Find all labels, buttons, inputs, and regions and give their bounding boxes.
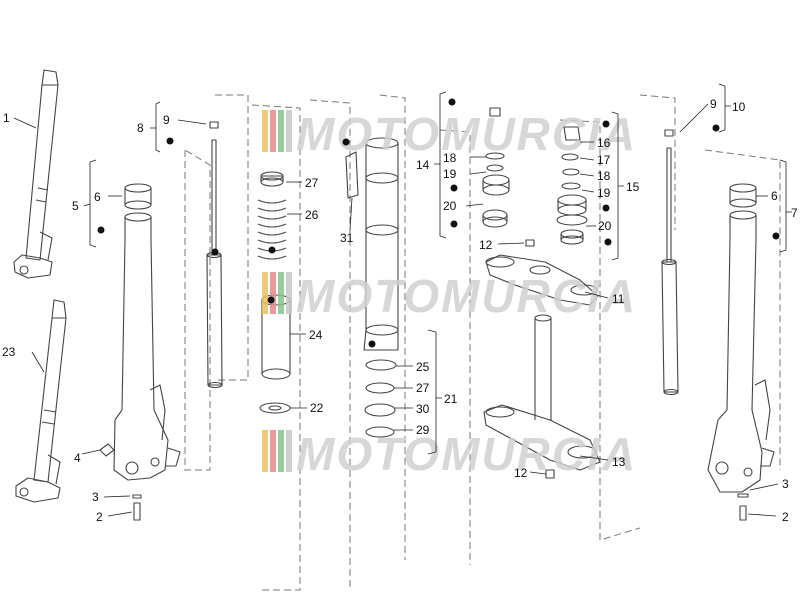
part-labels: 1 23 9 8 6 5 4 3 2 27 26 31 24 22 25 27 … [2,97,798,524]
watermark-stripe [262,272,268,314]
watermark-stripe [278,272,284,314]
watermark-stripe [270,430,276,472]
part-label: 12 [514,466,528,480]
watermark-stripe [286,430,292,472]
part-label: 31 [340,231,354,245]
watermark-text: MOTOMURCIA [296,428,637,480]
exploded-guides [184,94,781,591]
watermark-text: MOTOMURCIA [296,270,637,322]
reference-dot [166,137,174,145]
reference-dot [450,220,458,228]
watermark-stripe [278,110,284,152]
part-label: 16 [597,136,611,150]
bearing-kit-15 [556,126,588,245]
part-label: 18 [597,169,611,183]
fork-assembly-1 [13,69,59,279]
part-label: 14 [416,158,430,172]
part-label: 7 [791,206,798,220]
part-label: 27 [416,381,430,395]
reference-dot [772,232,780,240]
reference-dot [450,184,458,192]
part-label: 12 [479,238,493,252]
part-label: 25 [416,360,430,374]
part-label: 13 [612,455,626,469]
part-label: 19 [597,186,611,200]
part-label: 21 [444,392,458,406]
reference-dot [342,138,350,146]
part-label: 17 [597,153,611,167]
reference-dot [602,120,610,128]
part-label: 19 [443,167,457,181]
part-label: 1 [3,111,10,125]
part-label: 15 [626,180,640,194]
reference-dot [602,204,610,212]
watermark-stripe [278,430,284,472]
part-label: 3 [782,477,789,491]
watermark-stripe [286,110,292,152]
hardware-fasteners [99,443,749,521]
reference-dot [267,296,275,304]
reference-dot [448,98,456,106]
part-label: 23 [2,345,16,359]
part-label: 11 [612,292,625,306]
part-label: 6 [94,190,101,204]
fork-assembly-23 [15,299,67,503]
part-label: 2 [782,510,789,524]
part-label: 18 [443,151,457,165]
watermark-stripe [286,272,292,314]
watermark-2: MOTOMURCIA [262,270,637,322]
reference-dot [368,340,376,348]
outer-tube-left [113,183,181,481]
watermark-stripe [262,110,268,152]
upper-triple-clamp [485,239,599,306]
watermark-text: MOTOMURCIA [296,108,637,160]
watermark-3: MOTOMURCIA [262,428,637,480]
part-label: 22 [310,401,324,415]
part-label: 20 [443,199,457,213]
watermark-stripe [270,110,276,152]
part-label: 27 [305,176,319,190]
lower-triple-clamp [483,314,601,479]
watermark-stripe [270,272,276,314]
leader-lines [13,103,779,517]
watermark-1: MOTOMURCIA [262,108,637,160]
part-label: 20 [598,219,612,233]
part-label: 2 [96,510,103,524]
outer-tube-right [707,183,775,493]
part-label: 29 [416,423,430,437]
part-label: 30 [416,402,430,416]
part-label: 8 [137,121,144,135]
part-label: 9 [163,113,170,127]
part-label: 3 [92,490,99,504]
reference-dot [97,226,105,234]
reference-dot [604,238,612,246]
part-label: 9 [710,97,717,111]
part-label: 10 [732,100,746,114]
part-label: 4 [74,451,81,465]
part-label: 24 [309,328,323,342]
damper-rod-right [661,129,679,396]
bearing-kit-14 [482,107,510,228]
watermark-stripe [262,430,268,472]
reference-dot [268,246,276,254]
assembly-braces [83,83,792,455]
reference-dot [211,248,219,256]
part-label: 26 [305,208,319,222]
part-label: 6 [771,189,778,203]
reference-dots [97,98,780,348]
reference-dot [712,124,720,132]
part-label: 5 [72,199,79,213]
